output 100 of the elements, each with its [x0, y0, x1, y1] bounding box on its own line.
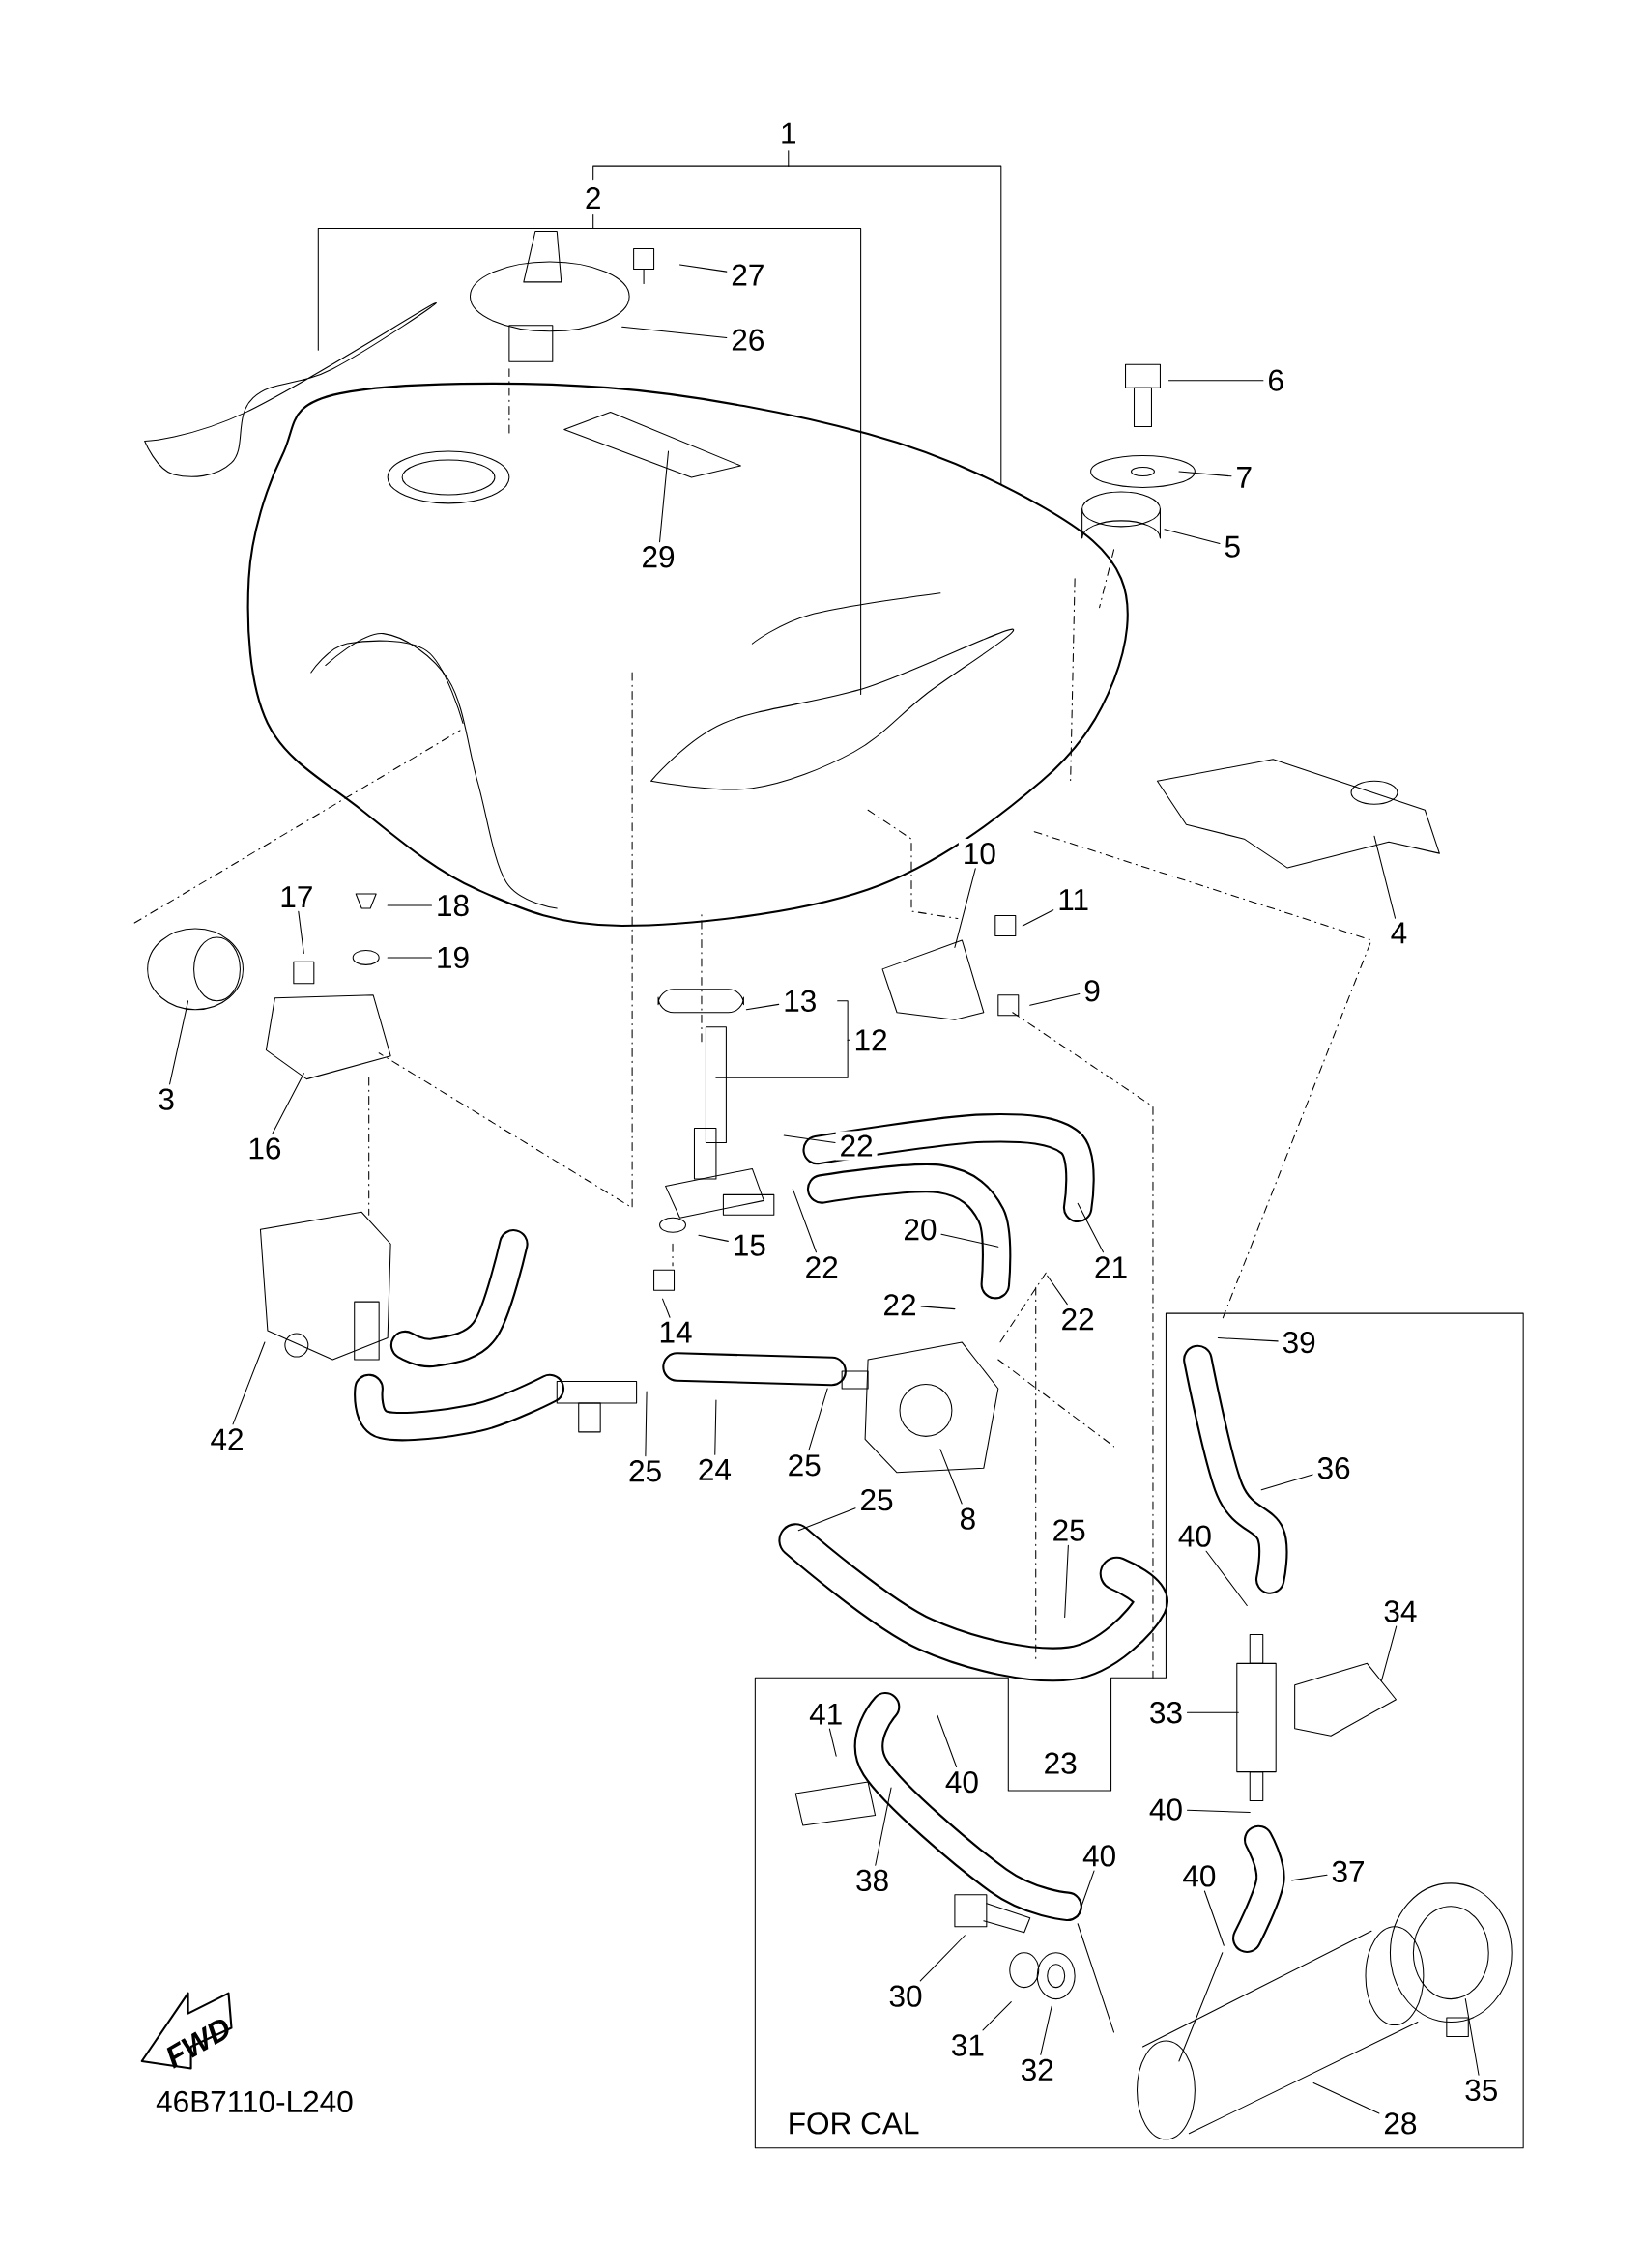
callout-number: 22	[800, 1252, 843, 1282]
leader-line	[387, 904, 432, 906]
leader-line	[1186, 1711, 1239, 1713]
leader-line	[661, 1298, 671, 1318]
leader-line	[1077, 1202, 1104, 1253]
callout-number: 38	[850, 1865, 893, 1895]
callout-number: 25	[623, 1456, 666, 1486]
callout-number: 26	[727, 325, 769, 355]
leader-line	[678, 264, 728, 273]
leader-line	[919, 1935, 966, 1982]
callout-number: 16	[244, 1134, 286, 1163]
leader-line	[1217, 1337, 1279, 1342]
callout-number: 17	[275, 882, 318, 911]
callout-number: 22	[835, 1131, 878, 1161]
leader-line	[1047, 1275, 1068, 1306]
callout-number: 11	[1053, 885, 1093, 914]
callout-number: 27	[727, 260, 769, 290]
leader-line	[875, 1787, 892, 1866]
callout-number: 34	[1379, 1596, 1422, 1626]
callout-number: 7	[1231, 463, 1256, 492]
leader-line	[954, 868, 976, 948]
leader-line	[232, 1341, 266, 1425]
leader-line	[168, 1000, 188, 1085]
leader-line	[658, 450, 669, 543]
leader-line	[745, 1003, 780, 1011]
callout-number: 39	[1278, 1327, 1320, 1358]
leader-line	[714, 1399, 717, 1455]
leader-line	[298, 910, 304, 954]
leader-line	[1167, 380, 1264, 382]
leader-line	[620, 326, 728, 338]
leader-line	[940, 1233, 999, 1248]
callout-number: 29	[637, 542, 679, 572]
leader-line	[387, 957, 432, 959]
callout-number: 22	[1056, 1305, 1099, 1335]
callout-number: 33	[1144, 1698, 1187, 1728]
part-code: 46B7110-L240	[156, 2090, 353, 2113]
callout-number: 2	[580, 184, 606, 214]
leader-line	[1464, 1998, 1480, 2076]
group-label: FOR CAL	[790, 2112, 919, 2135]
leader-line	[1022, 909, 1054, 927]
callout-number: 40	[1178, 1861, 1221, 1891]
leader-line	[1029, 992, 1081, 1006]
leader-line	[1380, 1625, 1398, 1681]
leader-line	[1178, 471, 1232, 477]
leader-line	[698, 1234, 729, 1242]
callout-number: 40	[1078, 1841, 1120, 1871]
callout-number: 20	[899, 1215, 941, 1245]
callout-number: 31	[946, 2030, 989, 2060]
callout-number: 23	[1039, 1748, 1081, 1778]
callout-number: 13	[779, 986, 822, 1016]
leader-line	[1040, 2005, 1052, 2055]
leader-line	[1260, 1474, 1313, 1491]
callout-number: 3	[154, 1084, 179, 1114]
callout-number: 35	[1460, 2075, 1503, 2106]
callout-number: 37	[1327, 1856, 1369, 1886]
leader-line	[1312, 2081, 1380, 2114]
leader-line	[920, 1306, 956, 1310]
callout-number: 25	[1048, 1515, 1090, 1545]
callout-number: 25	[855, 1485, 898, 1515]
callout-number: 22	[879, 1290, 921, 1320]
callout-number: 41	[805, 1699, 847, 1729]
callout-number: 30	[884, 1981, 927, 2011]
callout-number: 18	[431, 890, 474, 921]
leader-line	[1164, 529, 1221, 544]
leader-line	[1063, 1544, 1069, 1618]
leader-line	[1203, 1890, 1225, 1946]
callout-number: 42	[206, 1424, 248, 1454]
callout-number: 15	[728, 1230, 770, 1260]
callout-number: 21	[1089, 1252, 1132, 1282]
callout-number: 10	[958, 839, 1000, 869]
leader-line	[783, 1134, 836, 1143]
leader-line	[1373, 835, 1396, 919]
callout-number: 40	[940, 1766, 983, 1797]
callout-number: 40	[1144, 1794, 1187, 1824]
callout-number: 4	[1386, 918, 1411, 948]
callout-number: 24	[693, 1454, 735, 1484]
leader-line	[797, 1507, 856, 1532]
leader-line	[808, 1388, 828, 1451]
callout-number: 25	[783, 1450, 825, 1480]
leader-line	[645, 1391, 648, 1457]
leader-line	[828, 1728, 837, 1757]
leader-line	[939, 1449, 963, 1505]
callout-number: 32	[1016, 2054, 1058, 2085]
callout-number: 28	[1379, 2109, 1422, 2139]
callout-number: 12	[850, 1025, 892, 1055]
callout-number: 8	[955, 1504, 980, 1534]
leader-line	[1205, 1550, 1248, 1606]
leader-line	[792, 1188, 817, 1253]
leader-line	[937, 1714, 957, 1767]
callout-number: 14	[654, 1317, 697, 1347]
callout-number: 6	[1263, 365, 1288, 395]
arrow-label: FWD	[166, 2019, 229, 2069]
callout-number: 40	[1173, 1521, 1216, 1551]
leader-line	[1186, 1809, 1251, 1814]
leader-line	[1290, 1874, 1328, 1881]
callout-number: 19	[431, 942, 474, 972]
leader-line	[272, 1073, 304, 1134]
leader-line	[982, 2001, 1012, 2031]
callout-number: 1	[775, 118, 801, 148]
callout-number: 5	[1220, 531, 1245, 561]
